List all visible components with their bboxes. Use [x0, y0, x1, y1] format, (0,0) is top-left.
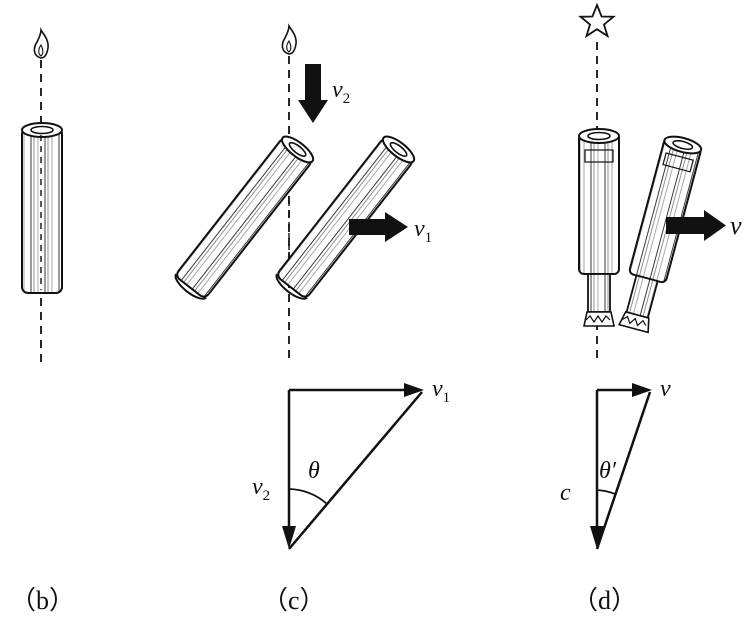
- tilted-telescope: [617, 135, 703, 334]
- velocity-triangle-d: v c θ′: [560, 376, 671, 550]
- vertical-tube: [21, 122, 63, 294]
- flame-icon: [281, 23, 297, 55]
- svg-text:θ′: θ′: [599, 458, 617, 484]
- svg-text:v1: v1: [432, 376, 450, 406]
- velocity-arrow-v1: v1: [349, 212, 432, 246]
- panel-b: （b）: [10, 27, 75, 615]
- panel-d-caption: （d）: [572, 586, 637, 615]
- velocity-arrow-v2: v2: [298, 64, 350, 123]
- star-icon: [578, 2, 616, 39]
- panel-b-caption: （b）: [10, 586, 75, 615]
- panel-d: v v c θ′ （d）: [560, 2, 742, 615]
- velocity-triangle-c: v1 v2 θ: [252, 376, 450, 550]
- vertical-telescope: [578, 128, 620, 327]
- svg-text:v: v: [730, 211, 742, 240]
- flame-icon: [33, 27, 49, 59]
- velocity-arrow-v: v: [666, 210, 742, 241]
- svg-text:c: c: [560, 480, 571, 506]
- panel-c-caption: （c）: [262, 586, 326, 615]
- svg-text:θ: θ: [308, 458, 320, 484]
- svg-text:v2: v2: [252, 474, 270, 504]
- panel-c: v2 v1: [174, 23, 450, 615]
- svg-text:v: v: [660, 376, 671, 402]
- svg-text:v1: v1: [414, 216, 432, 246]
- svg-text:v2: v2: [332, 77, 350, 107]
- tilted-tube-left: [174, 135, 315, 300]
